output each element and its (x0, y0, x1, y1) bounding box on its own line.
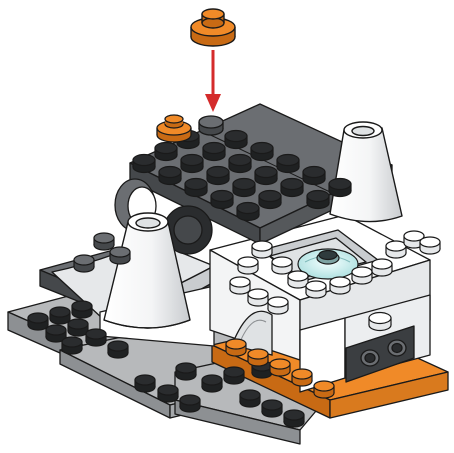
stud (369, 313, 391, 331)
placed-orange-round-plate (157, 115, 191, 142)
stud (133, 155, 155, 173)
stud (229, 155, 251, 173)
stud (180, 395, 200, 412)
stud (230, 277, 250, 294)
stud (329, 179, 351, 197)
stud (270, 359, 290, 376)
stud (72, 301, 92, 318)
stud (284, 410, 304, 427)
stud (262, 400, 282, 417)
stud (110, 247, 130, 264)
stud (248, 349, 268, 366)
stud (203, 143, 225, 161)
stud (251, 143, 273, 161)
stud (314, 381, 334, 398)
stud (233, 179, 255, 197)
stud (255, 167, 277, 185)
stud (158, 385, 178, 402)
new-part-orange-round-plate (191, 9, 235, 46)
stud (185, 179, 207, 197)
stud (281, 179, 303, 197)
stud (237, 203, 259, 221)
stud (225, 131, 247, 149)
stud (307, 191, 329, 209)
stud (268, 297, 288, 314)
stud (159, 167, 181, 185)
stud (240, 390, 260, 407)
stud (272, 257, 292, 274)
stud (86, 329, 106, 346)
stud (259, 191, 281, 209)
placement-arrow (205, 50, 221, 112)
stud (207, 167, 229, 185)
stud (108, 341, 128, 358)
engine-cone-right (330, 122, 402, 222)
stud (50, 307, 70, 324)
stud (202, 375, 222, 392)
stud (28, 313, 48, 330)
stud (74, 255, 94, 272)
stud (135, 375, 155, 392)
stud (211, 191, 233, 209)
stud (248, 289, 268, 306)
stud-top-left (199, 116, 223, 135)
stud (277, 155, 299, 173)
stud (292, 369, 312, 386)
stud (288, 271, 308, 288)
stud (94, 233, 114, 250)
stud (303, 167, 325, 185)
stud (181, 155, 203, 173)
stud (224, 367, 244, 384)
stud (62, 337, 82, 354)
stud (306, 281, 326, 298)
stud (252, 241, 272, 258)
stud (176, 363, 196, 380)
stud (226, 339, 246, 356)
stud (420, 237, 440, 254)
stud (352, 267, 372, 284)
stud (155, 143, 177, 161)
stud (372, 259, 392, 276)
stud (386, 241, 406, 258)
stud (330, 277, 350, 294)
stud (68, 319, 88, 336)
stud (238, 257, 258, 274)
